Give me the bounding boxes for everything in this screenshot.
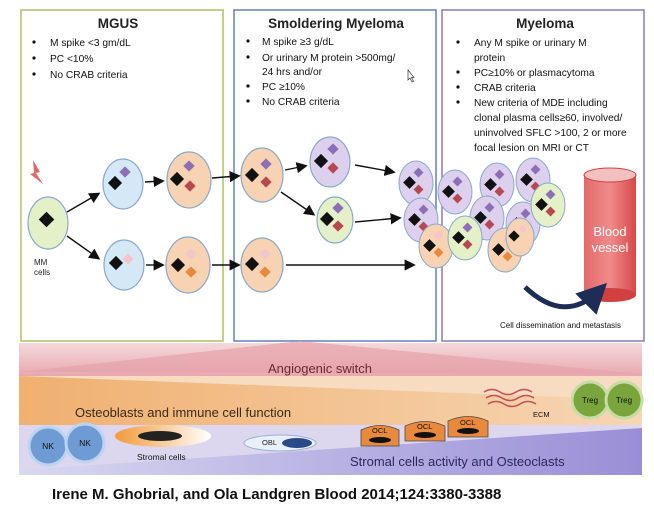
osteoblast-wedge [19, 376, 642, 425]
smoldering-criterion: PC ≥10% [262, 82, 305, 93]
dissemination-arrow [523, 282, 608, 315]
smoldering-cell-orange-top [240, 147, 284, 203]
mgus-cell-blue-top [102, 158, 144, 210]
myeloma-cell [530, 182, 566, 228]
treg-cell: Treg [604, 380, 644, 420]
mouse-cursor-icon [407, 69, 415, 83]
nk-cell: NK [27, 425, 69, 467]
mgus-cell-orange-bottom [165, 236, 211, 294]
mgus-criterion: M spike <3 gm/dL [50, 38, 131, 49]
progression-arrows [66, 162, 416, 271]
citation-caption: Irene M. Ghobrial, and Ola Landgren Bloo… [52, 486, 502, 503]
arrow [354, 213, 402, 225]
smoldering-cell-green [316, 196, 354, 244]
ecm-label: ECM [533, 410, 550, 419]
myeloma-criterion: New criteria of MDE including [474, 98, 608, 109]
ocl-cell: OCL [360, 425, 400, 447]
osteoblasts-label: Osteoblasts and immune cell function [75, 405, 291, 420]
smoldering-cell-orange-bottom [240, 237, 284, 293]
myeloma-criterion: clonal plasma cells≥60, involved/ [474, 113, 622, 124]
dissemination-label: Cell dissemination and metastasis [500, 321, 621, 330]
smoldering-title: Smoldering Myeloma [268, 16, 404, 31]
mgus-title: MGUS [98, 16, 139, 31]
stromal-cell [115, 425, 211, 447]
mgus-cell-orange-top [166, 151, 212, 209]
smoldering-criteria-list: M spike ≥3 g/dL Or urinary M protein >50… [246, 37, 396, 108]
obl-cell: OBL [243, 434, 317, 452]
arrow [66, 235, 101, 260]
ocl-label: OCL [417, 422, 432, 431]
ocl-cell: OCL [447, 416, 489, 438]
nk-label: NK [42, 441, 54, 451]
obl-label: OBL [262, 438, 277, 447]
angiogenic-switch-label: Angiogenic switch [268, 361, 372, 376]
smoldering-criterion: M spike ≥3 g/dL [262, 37, 334, 48]
smoldering-criterion: Or urinary M protein >500mg/ [262, 53, 396, 64]
mm-cells-label: cells [34, 268, 50, 277]
arrow [354, 164, 396, 176]
myeloma-cell [437, 169, 473, 215]
smoldering-criterion: 24 hrs and/or [262, 67, 323, 78]
myeloma-criterion: uninvolved SFLC >100, 2 or more [474, 128, 627, 139]
mgus-criterion: PC <10% [50, 54, 93, 65]
angiogenic-wedge [19, 341, 642, 374]
mgus-criteria-list: M spike <3 gm/dL PC <10% No CRAB criteri… [32, 38, 131, 81]
ocl-label: OCL [372, 426, 387, 435]
nk-label: NK [79, 438, 91, 448]
mgus-cell-blue-bottom [103, 239, 145, 291]
mm-cells-label: MM [34, 258, 48, 267]
arrow [284, 162, 308, 174]
ecm-fibers [483, 388, 537, 408]
blood-vessel [583, 167, 637, 302]
arrow [211, 171, 241, 183]
myeloma-cell [398, 160, 434, 206]
ocl-label: OCL [460, 418, 475, 427]
stromal-activity-label: Stromal cells activity and Osteoclasts [350, 454, 565, 469]
ocl-cell: OCL [404, 421, 446, 442]
myeloma-cell-cluster [398, 157, 566, 273]
arrow [144, 175, 165, 188]
arrow [280, 191, 316, 216]
myeloma-criterion: CRAB criteria [474, 83, 536, 94]
myeloma-title: Myeloma [516, 16, 574, 31]
stromal-cells-label: Stromal cells [137, 452, 186, 462]
nk-cell: NK [64, 422, 106, 464]
myeloma-cell [447, 215, 483, 261]
myeloma-criterion: focal lesion on MRI or CT [474, 143, 589, 154]
myeloma-criterion: protein [474, 53, 505, 64]
myeloma-cell [418, 223, 454, 269]
treg-label: Treg [616, 396, 632, 405]
myeloma-criterion: Any M spike or urinary M [474, 38, 587, 49]
blood-vessel-label: Blood [593, 224, 626, 239]
treg-cell: Treg [570, 380, 610, 420]
myeloma-criterion: PC≥10% or plasmacytoma [474, 68, 595, 79]
myeloma-cell [505, 217, 535, 257]
myeloma-criteria-list: Any M spike or urinary M protein PC≥10% … [456, 38, 627, 154]
myeloma-progression-diagram: MGUS Smoldering Myeloma Myeloma M spike … [19, 9, 645, 475]
blood-vessel-label: vessel [592, 240, 629, 255]
mm-cell-initial [27, 196, 69, 250]
mgus-criterion: No CRAB criteria [50, 70, 128, 81]
lightning-icon [30, 160, 43, 184]
treg-label: Treg [582, 396, 598, 405]
smoldering-cell-purple [309, 136, 351, 188]
smoldering-criterion: No CRAB criteria [262, 97, 340, 108]
stromal-wedge [19, 428, 642, 475]
arrow [66, 192, 101, 213]
